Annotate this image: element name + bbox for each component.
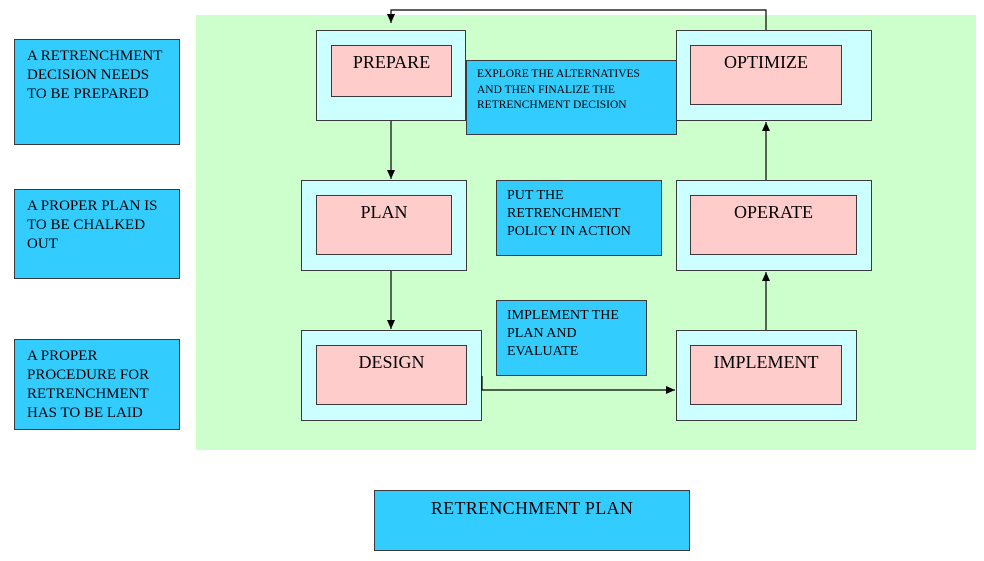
side-note-prepare: A RETRENCHMENT DECISION NEEDS TO BE PREP… — [14, 39, 180, 145]
note-put-policy: PUT THE RETRENCHMENT POLICY IN ACTION — [496, 180, 662, 256]
diagram-title: RETRENCHMENT PLAN — [374, 490, 690, 551]
note-explore: EXPLORE THE ALTERNATIVES AND THEN FINALI… — [466, 60, 677, 135]
stage-operate: OPERATE — [690, 195, 857, 255]
side-note-plan: A PROPER PLAN IS TO BE CHALKED OUT — [14, 189, 180, 279]
note-implement-plan: IMPLEMENT THE PLAN AND EVALUATE — [496, 300, 647, 376]
stage-optimize: OPTIMIZE — [690, 45, 842, 105]
stage-implement: IMPLEMENT — [690, 345, 842, 405]
stage-design: DESIGN — [316, 345, 467, 405]
side-note-design: A PROPER PROCEDURE FOR RETRENCHMENT HAS … — [14, 339, 180, 430]
stage-prepare: PREPARE — [331, 45, 452, 97]
stage-plan: PLAN — [316, 195, 452, 255]
